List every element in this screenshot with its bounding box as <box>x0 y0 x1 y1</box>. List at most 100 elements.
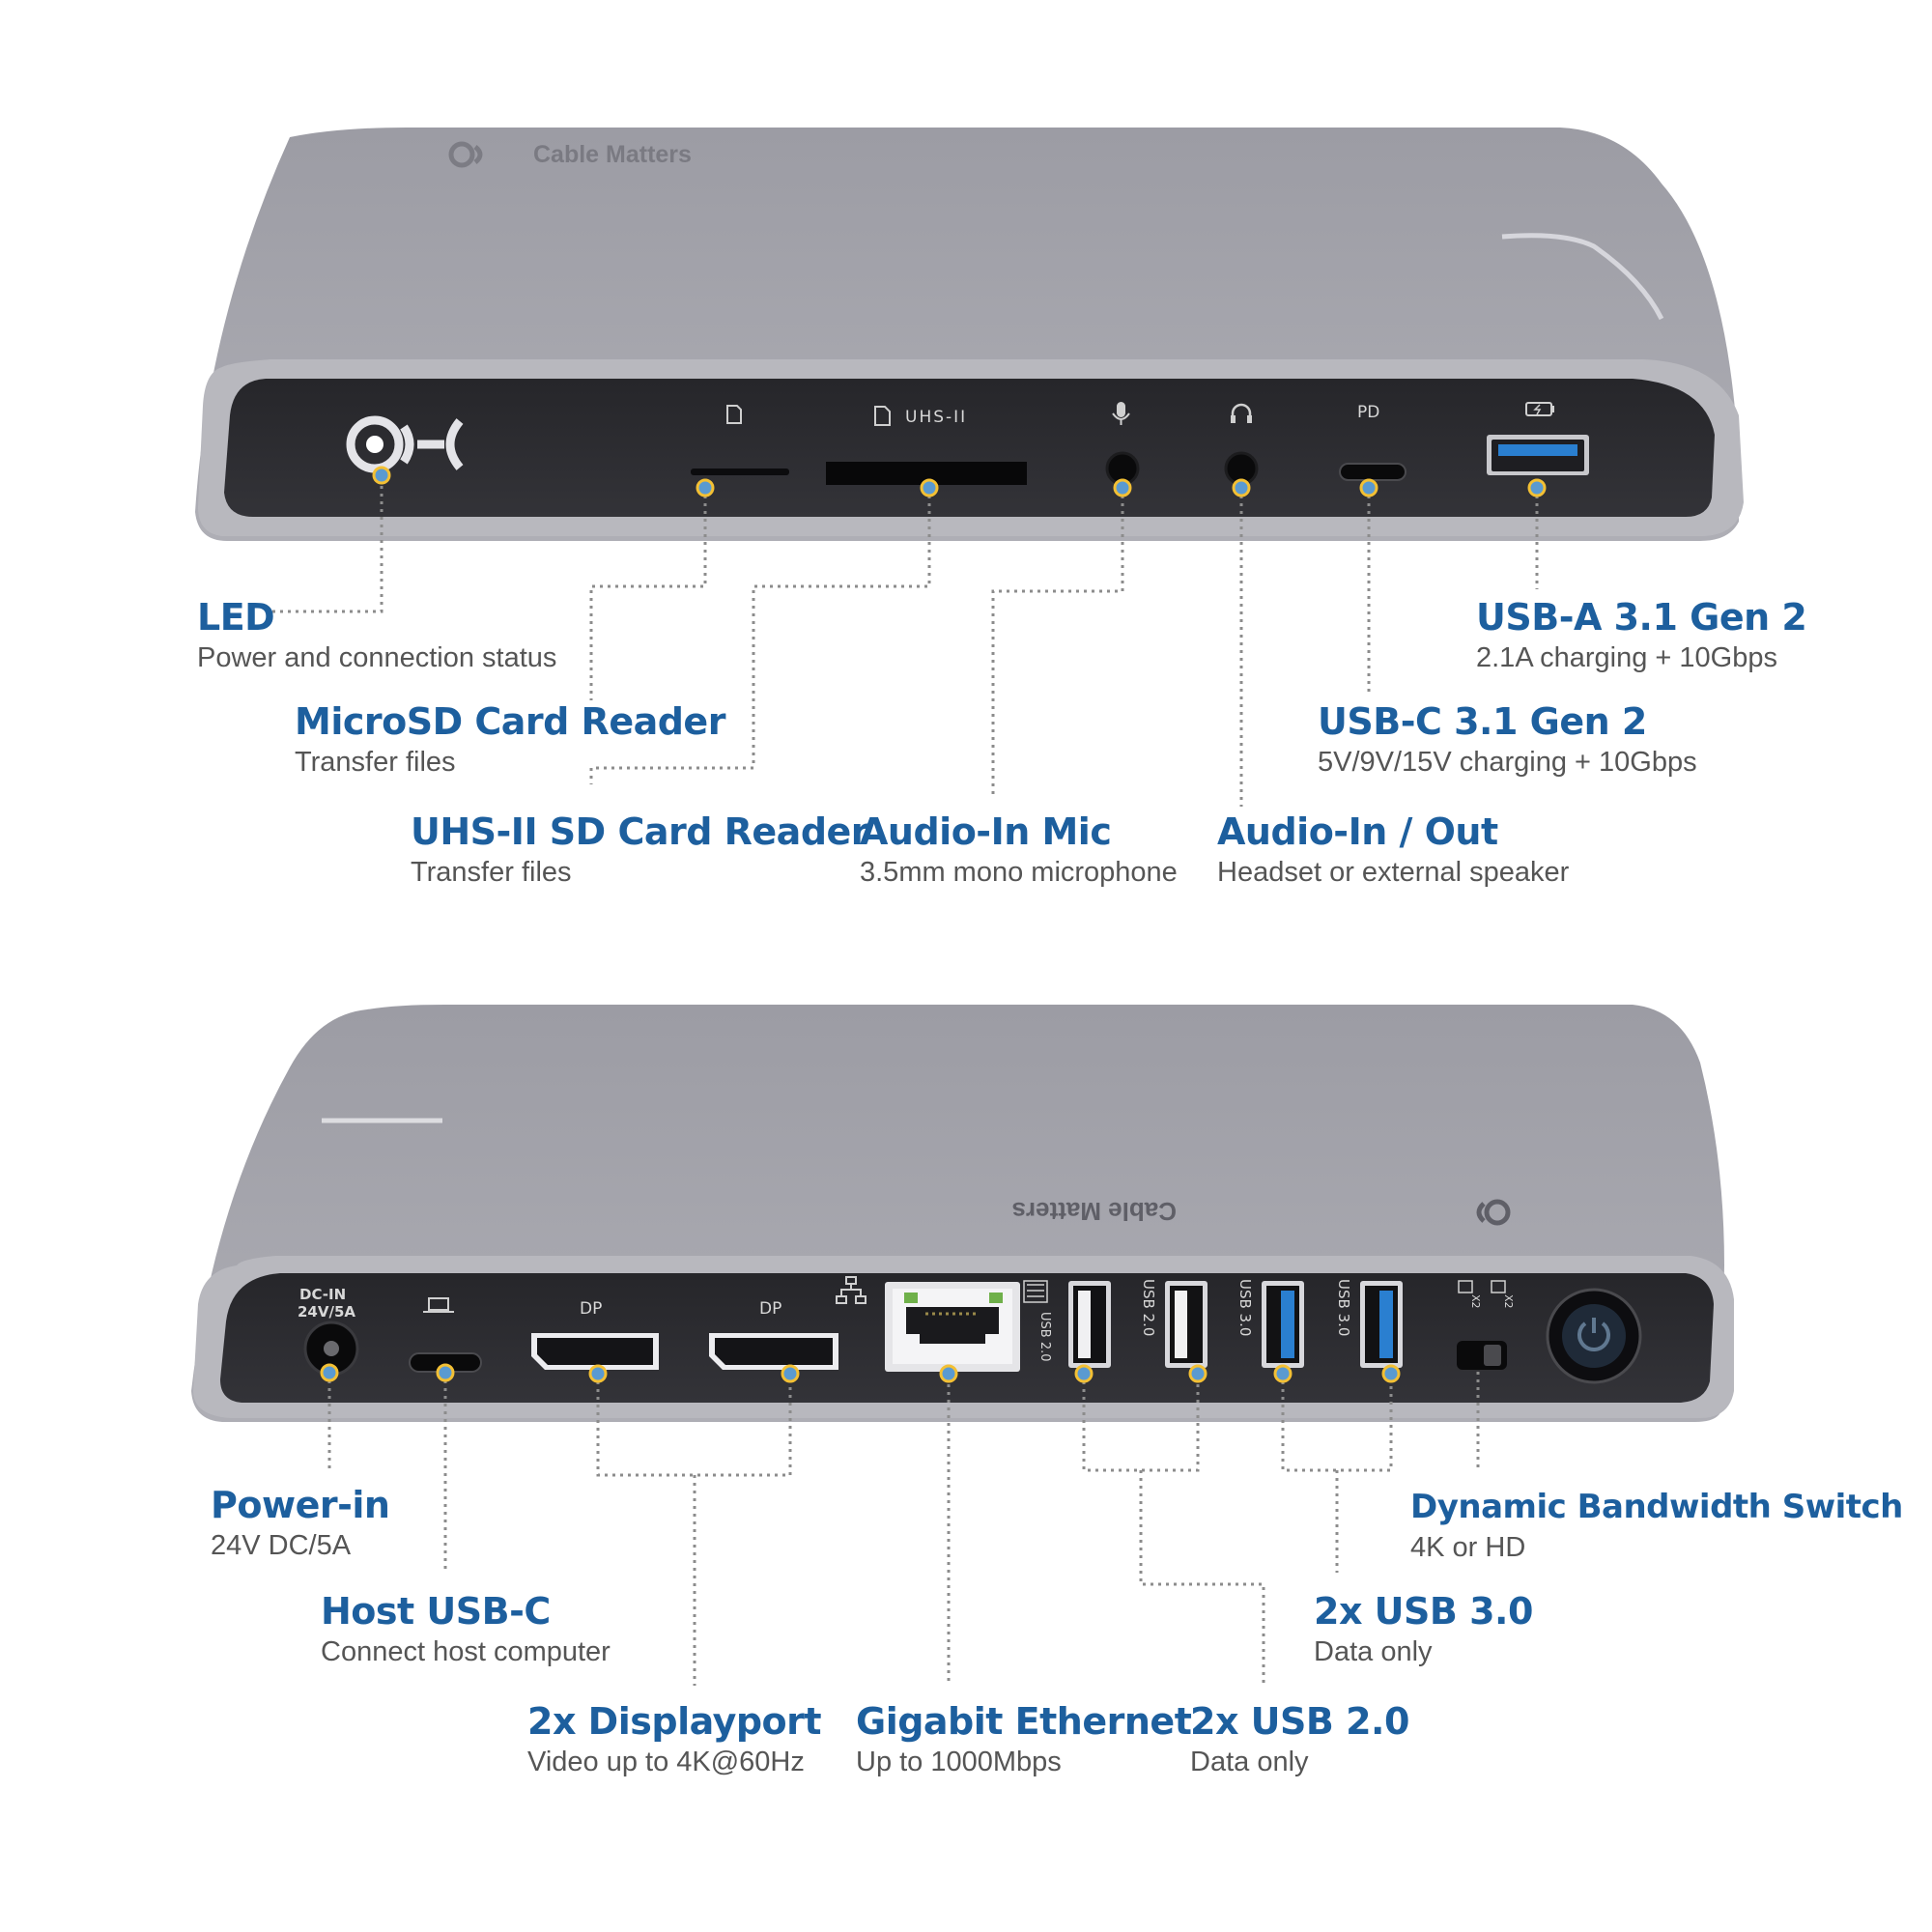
battery-charge-icon <box>1525 402 1554 416</box>
laptop-icon <box>423 1297 454 1313</box>
callout-desc: 5V/9V/15V charging + 10Gbps <box>1318 747 1697 778</box>
ethernet-port <box>836 1276 1020 1372</box>
usb-20-port-1 <box>1068 1281 1111 1368</box>
bandwidth-switch: X2 X2 <box>1457 1280 1515 1370</box>
callout-desc: 4K or HD <box>1410 1532 1526 1563</box>
callout-title: Gigabit Ethernet <box>856 1700 1192 1743</box>
callout-title: 2x USB 3.0 <box>1314 1590 1533 1633</box>
callout-bandwidth-switch: Dynamic Bandwidth Switch 4K or HD <box>1410 1485 1903 1566</box>
host-usb-c-port <box>409 1297 482 1373</box>
power-button <box>1546 1288 1642 1384</box>
back-leaders <box>320 1363 1480 1686</box>
microphone-icon <box>1112 402 1130 425</box>
callout-dot <box>1232 478 1251 497</box>
port-mark-pd: PD <box>1357 403 1379 422</box>
callout-desc: 2.1A charging + 10Gbps <box>1476 642 1777 673</box>
callout-title: 2x USB 2.0 <box>1190 1700 1409 1743</box>
callout-title: Power-in <box>211 1484 390 1526</box>
port-mark-usb30-2: USB 3.0 <box>1335 1279 1352 1336</box>
usb-20-port-2: USB 2.0 <box>1140 1279 1208 1368</box>
bandwidth-switch-icon: USB 2.0 <box>1023 1280 1052 1362</box>
usb-c-pd-port: PD <box>1339 403 1406 481</box>
microsd-slot <box>691 405 789 475</box>
callout-desc: Video up to 4K@60Hz <box>527 1747 805 1777</box>
callout-title: Dynamic Bandwidth Switch <box>1410 1488 1903 1526</box>
callout-title: Audio-In Mic <box>860 810 1112 853</box>
callout-uhs-sd: UHS-II SD Card Reader Transfer files <box>411 810 869 891</box>
power-button-icon <box>1577 1318 1610 1351</box>
callout-dot <box>436 1363 455 1382</box>
front-port-panel <box>224 379 1715 517</box>
callout-title: Audio-In / Out <box>1217 810 1498 853</box>
callout-usb-c-31: USB-C 3.1 Gen 2 5V/9V/15V charging + 10G… <box>1318 699 1697 781</box>
callout-microsd: MicroSD Card Reader Transfer files <box>295 699 725 781</box>
port-mark-uhs: UHS-II <box>905 408 967 427</box>
sd-card-icon <box>874 406 891 426</box>
callout-dot <box>1273 1364 1293 1383</box>
callout-desc: 24V DC/5A <box>211 1530 352 1561</box>
brand-name-mirrored: Cable Matters <box>1012 1197 1178 1226</box>
callout-dot <box>939 1364 958 1383</box>
callout-desc: Power and connection status <box>197 642 557 673</box>
callout-desc: Connect host computer <box>321 1636 611 1667</box>
callout-usb-20: 2x USB 2.0 Data only <box>1190 1699 1409 1780</box>
callout-desc: Transfer files <box>295 747 456 778</box>
callout-dot <box>1359 478 1378 497</box>
callout-dot <box>1074 1364 1094 1383</box>
callout-host-usb-c: Host USB-C Connect host computer <box>321 1589 611 1670</box>
front-highlight <box>1501 233 1664 321</box>
usb-a-31-port <box>1487 402 1589 475</box>
callout-title: 2x Displayport <box>527 1700 822 1743</box>
callout-audio-io: Audio-In / Out Headset or external speak… <box>1217 810 1569 891</box>
callout-usb-30: 2x USB 3.0 Data only <box>1314 1589 1533 1670</box>
usb-30-port-2: USB 3.0 <box>1335 1279 1403 1368</box>
callout-dot <box>372 466 391 485</box>
callout-power-in: Power-in 24V DC/5A <box>211 1483 390 1564</box>
callout-ethernet: Gigabit Ethernet Up to 1000Mbps <box>856 1699 1192 1780</box>
callout-desc: Headset or external speaker <box>1217 857 1570 888</box>
callout-dot <box>1381 1364 1401 1383</box>
port-mark-usb20-2: USB 2.0 <box>1140 1279 1157 1336</box>
port-mark-dcin-2: 24V/5A <box>298 1303 355 1321</box>
callout-title: USB-C 3.1 Gen 2 <box>1318 700 1647 743</box>
port-mark-usb20-top: USB 2.0 <box>1037 1312 1052 1362</box>
callout-title: MicroSD Card Reader <box>295 700 725 743</box>
callout-title: Host USB-C <box>321 1590 551 1633</box>
callout-desc: Up to 1000Mbps <box>856 1747 1062 1777</box>
headphones-icon <box>1231 403 1252 419</box>
network-icon <box>836 1276 867 1304</box>
dc-in-port: DC-IN 24V/5A <box>298 1286 359 1377</box>
callout-title: LED <box>197 596 275 639</box>
callout-title: USB-A 3.1 Gen 2 <box>1476 596 1807 639</box>
callout-dot <box>1188 1364 1208 1383</box>
callout-dot <box>320 1363 339 1382</box>
port-mark-usb30-1: USB 3.0 <box>1236 1279 1254 1336</box>
callout-title: UHS-II SD Card Reader <box>411 810 869 853</box>
brand-logo-back: Cable Matters <box>1012 1197 1511 1226</box>
callout-displayport: 2x Displayport Video up to 4K@60Hz <box>527 1699 822 1780</box>
callout-led: LED Power and connection status <box>197 595 556 676</box>
cable-matters-logo <box>448 141 475 168</box>
brand-logo-front: Cable Matters <box>448 141 692 168</box>
cable-matters-logo <box>346 415 404 473</box>
led-indicator <box>346 415 464 473</box>
port-mark-sw-1: X2 <box>1469 1294 1482 1309</box>
callout-desc: Data only <box>1190 1747 1309 1777</box>
callout-dot <box>696 478 715 497</box>
callout-usb-a-31: USB-A 3.1 Gen 2 2.1A charging + 10Gbps <box>1476 595 1807 676</box>
dock-back-view: Cable Matters DC-IN 24V/5A DP DP <box>191 1005 1734 1422</box>
usb-30-port-1: USB 3.0 <box>1236 1279 1304 1368</box>
port-mark-dp-2: DP <box>759 1299 781 1319</box>
brand-name: Cable Matters <box>533 141 692 168</box>
callout-dot <box>920 478 939 497</box>
callout-dot <box>1527 478 1547 497</box>
displayport-1: DP <box>531 1299 659 1370</box>
callout-dot <box>781 1364 800 1383</box>
callout-desc: 3.5mm mono microphone <box>860 857 1178 888</box>
displayport-2: DP <box>709 1299 838 1370</box>
callout-audio-mic: Audio-In Mic 3.5mm mono microphone <box>860 810 1178 891</box>
front-leaders <box>272 466 1547 807</box>
microsd-icon <box>726 405 742 424</box>
port-mark-dp-1: DP <box>580 1299 602 1319</box>
